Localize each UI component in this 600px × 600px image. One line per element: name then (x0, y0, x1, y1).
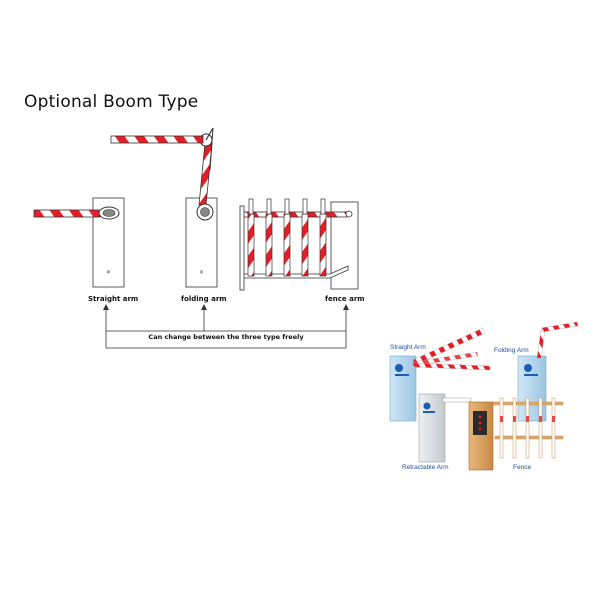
fence-arm-drawing (239, 198, 359, 291)
folding-boom-horizontal (110, 135, 204, 144)
change-note: Can change between the three type freely (148, 333, 304, 341)
photo-retractable-label: Retractable Arm (402, 464, 449, 471)
page-title: Optional Boom Type (24, 92, 199, 112)
folding-arm-drawing: ✕ (110, 127, 218, 288)
straight-keyhole: ✕ (106, 269, 111, 276)
fence-pickets (247, 213, 327, 277)
bracket-arrowheads (103, 304, 349, 310)
folding-keyhole: ✕ (199, 269, 204, 276)
photo-straight-unit (389, 327, 491, 422)
photo-fence-label: Fence (513, 464, 532, 471)
folding-boom-vertical (198, 142, 213, 206)
change-bracket (105, 308, 347, 349)
photo-folding-label: Folding Arm (494, 347, 529, 354)
photo-straight-label: Straight Arm (390, 344, 426, 351)
folding-arm-label: folding arm (181, 295, 227, 303)
fence-hub (345, 210, 353, 218)
fence-left-post (239, 205, 245, 291)
fence-top-rail (242, 211, 348, 218)
straight-arm-label: Straight arm (88, 295, 139, 303)
straight-boom (33, 209, 101, 218)
photo-retractable-unit (418, 393, 472, 463)
boom-type-diagram: ✕ ✕ (33, 127, 359, 349)
fence-arm-label: fence arm (325, 295, 365, 303)
photo-fence-unit (468, 397, 564, 471)
product-photo (389, 321, 579, 471)
straight-arm-drawing: ✕ (33, 197, 125, 288)
